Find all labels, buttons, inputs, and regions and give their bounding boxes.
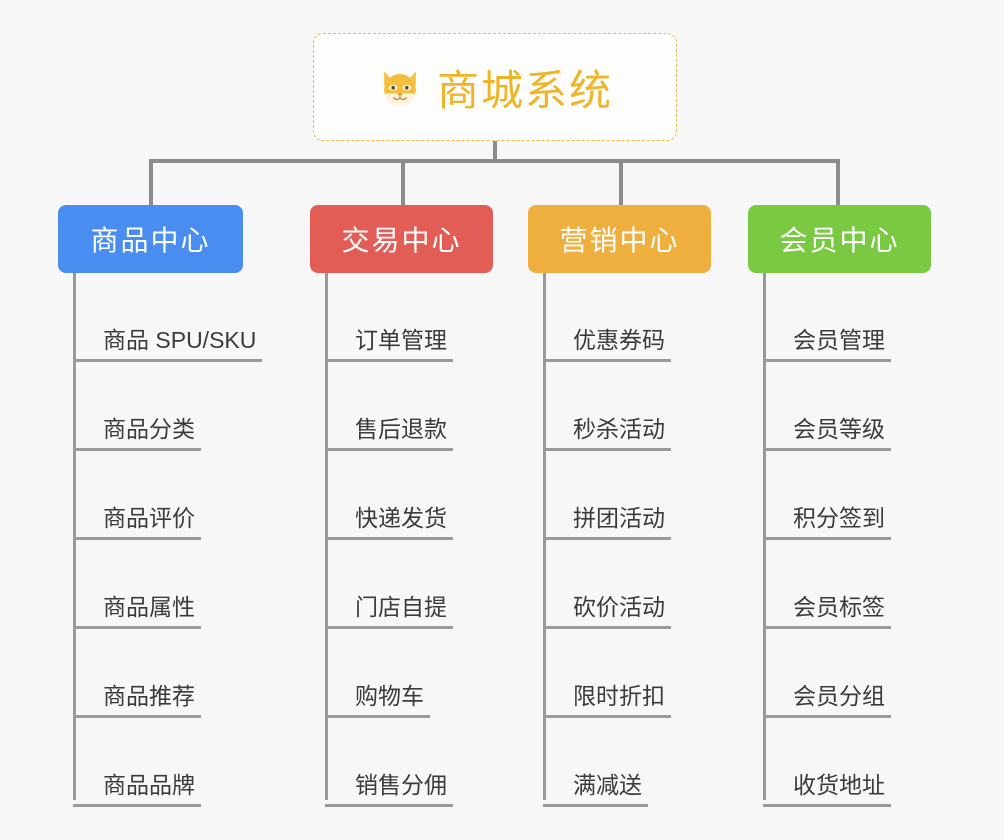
branch-column-member-center: 会员中心 会员管理 会员等级 积分签到 会员标签 会员分组 收货地址 xyxy=(748,205,931,807)
branch-column-product-center: 商品中心 商品 SPU/SKU 商品分类 商品评价 商品属性 商品推荐 商品品牌 xyxy=(58,205,263,807)
list-item[interactable]: 商品分类 xyxy=(73,362,262,451)
branch-header-label: 营销中心 xyxy=(559,225,680,256)
list-item[interactable]: 商品推荐 xyxy=(73,629,262,718)
leaf-list-marketing-center: 优惠券码 秒杀活动 拼团活动 砍价活动 限时折扣 满减送 xyxy=(543,273,671,807)
leaf-label: 拼团活动 xyxy=(543,505,671,540)
list-item[interactable]: 销售分佣 xyxy=(325,718,453,807)
branch-trunk-line xyxy=(543,273,546,800)
branch-trunk-line xyxy=(73,273,76,800)
list-item[interactable]: 商品品牌 xyxy=(73,718,262,807)
list-item[interactable]: 收货地址 xyxy=(763,718,891,807)
branch-drop-connector-1 xyxy=(149,159,153,207)
leaf-label: 门店自提 xyxy=(325,594,453,629)
root-node[interactable]: 商城系统 xyxy=(313,33,677,141)
leaf-label: 订单管理 xyxy=(325,327,453,362)
leaf-label: 商品品牌 xyxy=(73,772,201,807)
list-item[interactable]: 满减送 xyxy=(543,718,671,807)
branch-header-product-center[interactable]: 商品中心 xyxy=(58,205,243,273)
list-item[interactable]: 优惠券码 xyxy=(543,273,671,362)
list-item[interactable]: 会员管理 xyxy=(763,273,891,362)
leaf-label: 会员标签 xyxy=(763,594,891,629)
leaf-label: 商品评价 xyxy=(73,505,201,540)
branch-trunk-line xyxy=(763,273,766,800)
horizontal-bus-connector xyxy=(149,159,840,163)
branch-header-trade-center[interactable]: 交易中心 xyxy=(310,205,493,273)
list-item[interactable]: 积分签到 xyxy=(763,451,891,540)
leaf-label: 会员管理 xyxy=(763,327,891,362)
branch-header-marketing-center[interactable]: 营销中心 xyxy=(528,205,711,273)
leaf-label: 售后退款 xyxy=(325,416,453,451)
list-item[interactable]: 门店自提 xyxy=(325,540,453,629)
leaf-label: 商品分类 xyxy=(73,416,201,451)
branch-drop-connector-4 xyxy=(836,159,840,207)
leaf-list-trade-center: 订单管理 售后退款 快递发货 门店自提 购物车 销售分佣 xyxy=(325,273,453,807)
leaf-label: 销售分佣 xyxy=(325,772,453,807)
branch-trunk-line xyxy=(325,273,328,800)
branch-header-member-center[interactable]: 会员中心 xyxy=(748,205,931,273)
branch-column-marketing-center: 营销中心 优惠券码 秒杀活动 拼团活动 砍价活动 限时折扣 满减送 xyxy=(528,205,711,807)
leaf-label: 商品推荐 xyxy=(73,683,201,718)
list-item[interactable]: 商品评价 xyxy=(73,451,262,540)
leaf-label: 砍价活动 xyxy=(543,594,671,629)
leaf-label: 商品 SPU/SKU xyxy=(73,327,263,362)
root-title: 商城系统 xyxy=(436,66,613,114)
leaf-label: 商品属性 xyxy=(73,594,201,629)
leaf-label: 购物车 xyxy=(325,683,430,718)
list-item[interactable]: 快递发货 xyxy=(325,451,453,540)
branch-drop-connector-2 xyxy=(401,159,405,207)
list-item[interactable]: 会员分组 xyxy=(763,629,891,718)
branch-header-label: 商品中心 xyxy=(90,225,211,256)
shiba-dog-face-icon xyxy=(377,64,423,110)
list-item[interactable]: 会员标签 xyxy=(763,540,891,629)
list-item[interactable]: 商品 SPU/SKU xyxy=(73,273,263,362)
list-item[interactable]: 售后退款 xyxy=(325,362,453,451)
list-item[interactable]: 砍价活动 xyxy=(543,540,671,629)
leaf-label: 优惠券码 xyxy=(543,327,671,362)
leaf-label: 限时折扣 xyxy=(543,683,671,718)
leaf-list-product-center: 商品 SPU/SKU 商品分类 商品评价 商品属性 商品推荐 商品品牌 xyxy=(73,273,263,807)
branch-column-trade-center: 交易中心 订单管理 售后退款 快递发货 门店自提 购物车 销售分佣 xyxy=(310,205,493,807)
root-stem-connector xyxy=(493,141,497,163)
list-item[interactable]: 限时折扣 xyxy=(543,629,671,718)
leaf-list-member-center: 会员管理 会员等级 积分签到 会员标签 会员分组 收货地址 xyxy=(763,273,891,807)
leaf-label: 积分签到 xyxy=(763,505,891,540)
branch-header-label: 会员中心 xyxy=(779,225,900,256)
branch-header-label: 交易中心 xyxy=(341,225,462,256)
branch-drop-connector-3 xyxy=(619,159,623,207)
list-item[interactable]: 订单管理 xyxy=(325,273,453,362)
list-item[interactable]: 拼团活动 xyxy=(543,451,671,540)
list-item[interactable]: 购物车 xyxy=(325,629,453,718)
list-item[interactable]: 会员等级 xyxy=(763,362,891,451)
list-item[interactable]: 秒杀活动 xyxy=(543,362,671,451)
leaf-label: 秒杀活动 xyxy=(543,416,671,451)
leaf-label: 会员等级 xyxy=(763,416,891,451)
leaf-label: 满减送 xyxy=(543,772,648,807)
leaf-label: 收货地址 xyxy=(763,772,891,807)
leaf-label: 快递发货 xyxy=(325,505,453,540)
list-item[interactable]: 商品属性 xyxy=(73,540,262,629)
leaf-label: 会员分组 xyxy=(763,683,891,718)
